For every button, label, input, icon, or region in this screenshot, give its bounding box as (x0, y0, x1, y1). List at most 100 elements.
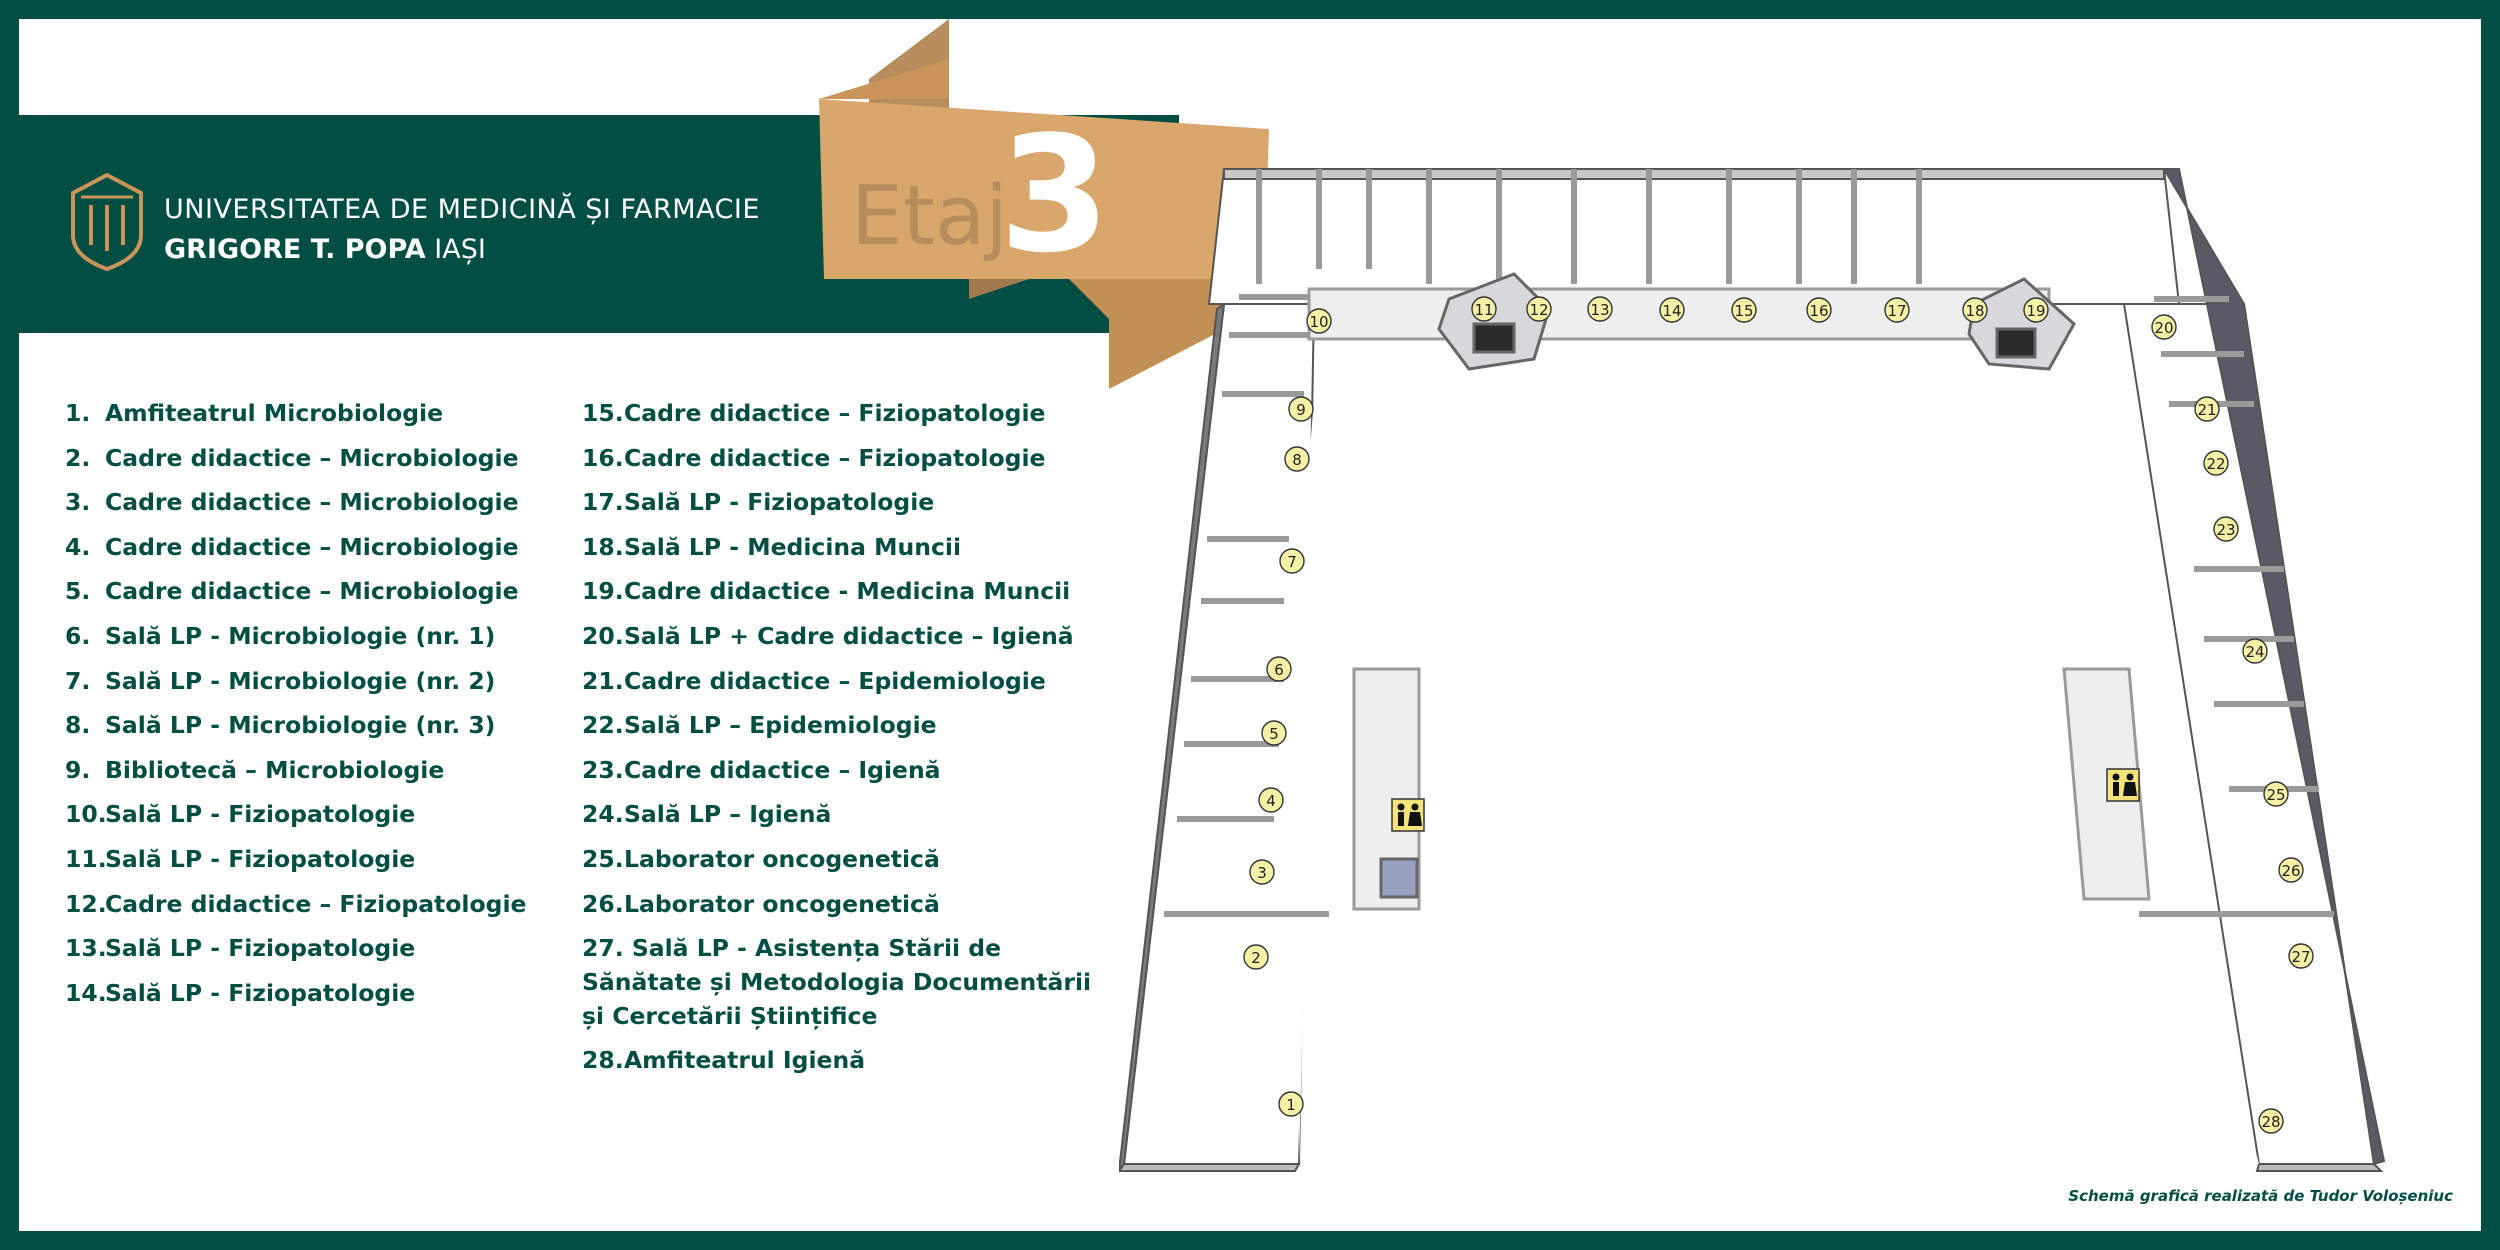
stairs-icon (1472, 322, 1516, 354)
interior-walls (1164, 169, 2334, 917)
restroom-icon (2106, 768, 2140, 802)
legend-item: 5. Cadre didactice – Microbiologie (65, 574, 555, 619)
svg-text:14: 14 (1662, 302, 1681, 320)
legend-item: 19.Cadre didactice - Medicina Muncii (582, 574, 1122, 619)
room-marker-25: 25 (2263, 781, 2289, 807)
legend-label: Cadre didactice – Fiziopatologie (624, 443, 1046, 472)
svg-text:27: 27 (2291, 948, 2310, 966)
room-marker-16: 16 (1806, 297, 1832, 323)
floor-number: 3 (999, 101, 1111, 288)
svg-text:11: 11 (1474, 301, 1493, 319)
legend-number: 2. (65, 443, 91, 472)
legend-label: Sală LP - Microbiologie (nr. 3) (105, 711, 496, 740)
svg-text:18: 18 (1965, 302, 1984, 320)
legend-item: 1.Amfiteatrul Microbiologie (65, 396, 555, 441)
svg-text:9: 9 (1296, 401, 1306, 419)
room-marker-22: 22 (2203, 450, 2229, 476)
legend-item: 15.Cadre didactice – Fiziopatologie (582, 396, 1122, 441)
legend-item: 10.Sală LP - Fiziopatologie (65, 797, 555, 842)
legend-label: Cadre didactice – Igienă (624, 755, 941, 784)
legend-number: 21. (582, 666, 624, 695)
graphic-credit: Schemă grafică realizată de Tudor Voloșe… (2068, 1187, 2453, 1205)
legend-label: Cadre didactice – Microbiologie (105, 532, 519, 561)
legend-number: 6. (65, 621, 91, 650)
legend-label: Sală LP - Fiziopatologie (105, 800, 416, 829)
legend-label: Cadre didactice – Microbiologie (105, 577, 519, 606)
university-name-bold: GRIGORE T. POPA (164, 234, 426, 265)
legend-label: Cadre didactice – Microbiologie (105, 443, 519, 472)
svg-text:19: 19 (2026, 302, 2045, 320)
legend-number: 22. (582, 711, 624, 740)
room-marker-2: 2 (1243, 944, 1269, 970)
legend-label: Cadre didactice – Fiziopatologie (624, 399, 1046, 427)
legend-number: 28. (582, 1046, 624, 1075)
legend-label: Bibliotecă – Microbiologie (105, 755, 445, 784)
legend-number: 16. (582, 443, 624, 472)
restroom-icons (1391, 768, 2140, 832)
room-marker-3: 3 (1249, 859, 1275, 885)
legend-number: 19. (582, 577, 624, 606)
svg-text:4: 4 (1266, 792, 1276, 810)
room-marker-14: 14 (1659, 297, 1685, 323)
svg-text:3: 3 (1257, 864, 1267, 882)
left-wing-front-wall (1119, 1163, 1301, 1172)
svg-text:21: 21 (2197, 401, 2216, 419)
legend-item: 24.Sală LP – Igienă (582, 797, 1122, 842)
room-marker-28: 28 (2258, 1108, 2284, 1134)
top-wing-back-wall (1223, 168, 2165, 180)
room-marker-13: 13 (1587, 296, 1613, 322)
room-marker-12: 12 (1526, 296, 1552, 322)
legend-number: 5. (65, 577, 91, 606)
legend-number: 3. (65, 488, 91, 517)
room-marker-27: 27 (2288, 943, 2314, 969)
legend-label: Laborator oncogenetică (624, 889, 940, 918)
legend-number: 13. (65, 934, 107, 963)
svg-text:23: 23 (2216, 521, 2235, 539)
svg-text:5: 5 (1269, 725, 1279, 743)
room-marker-7: 7 (1279, 548, 1305, 574)
svg-text:20: 20 (2154, 319, 2173, 337)
legend-item: 28.Amfiteatrul Igienă (582, 1043, 1122, 1088)
legend-label: Sală LP – Igienă (624, 800, 832, 829)
legend-label: Cadre didactice – Microbiologie (105, 488, 519, 517)
room-marker-8: 8 (1284, 446, 1310, 472)
legend-label: Sală LP - Asistența Stării de Sănătate ș… (582, 934, 1092, 1031)
room-marker-11: 11 (1471, 296, 1497, 322)
legend-number: 17. (582, 488, 624, 517)
university-subtitle: GRIGORE T. POPA IAȘI (164, 234, 486, 265)
legend-number: 23. (582, 755, 624, 784)
legend-label: Sală LP - Microbiologie (nr. 2) (105, 666, 496, 695)
svg-text:12: 12 (1529, 301, 1548, 319)
room-marker-24: 24 (2242, 638, 2268, 664)
university-city: IAȘI (434, 234, 486, 265)
floor-word: Etaj (851, 169, 1008, 264)
room-marker-19: 19 (2023, 297, 2049, 323)
legend-number: 15. (582, 399, 624, 427)
legend-number: 1. (65, 399, 91, 427)
legend-number: 4. (65, 532, 91, 561)
legend-item: 18.Sală LP - Medicina Muncii (582, 530, 1122, 575)
legend-item: 16.Cadre didactice – Fiziopatologie (582, 441, 1122, 486)
university-logo-icon (71, 172, 143, 272)
right-wing-front-wall (2255, 1163, 2384, 1172)
poster-frame: Etaj 3 UNIVERSITATEA DE MEDICINĂ ȘI FARM… (19, 19, 2481, 1231)
room-marker-1: 1 (1278, 1091, 1304, 1117)
legend-label: Sală LP + Cadre didactice – Igienă (624, 621, 1074, 650)
legend-number: 11. (65, 844, 107, 873)
legend-label: Cadre didactice - Medicina Muncii (624, 577, 1071, 606)
legend-item: 13.Sală LP - Fiziopatologie (65, 931, 555, 976)
stairwells (1379, 272, 2076, 899)
room-marker-4: 4 (1258, 787, 1284, 813)
legend-number: 20. (582, 621, 624, 650)
legend-item: 21.Cadre didactice – Epidemiologie (582, 664, 1122, 709)
legend-item: 11.Sală LP - Fiziopatologie (65, 842, 555, 887)
svg-text:2: 2 (1251, 949, 1261, 967)
stairs-icon (1995, 327, 2037, 359)
room-marker-5: 5 (1261, 720, 1287, 746)
svg-text:15: 15 (1734, 302, 1753, 320)
legend-item: 17.Sală LP - Fiziopatologie (582, 485, 1122, 530)
svg-text:8: 8 (1292, 451, 1302, 469)
